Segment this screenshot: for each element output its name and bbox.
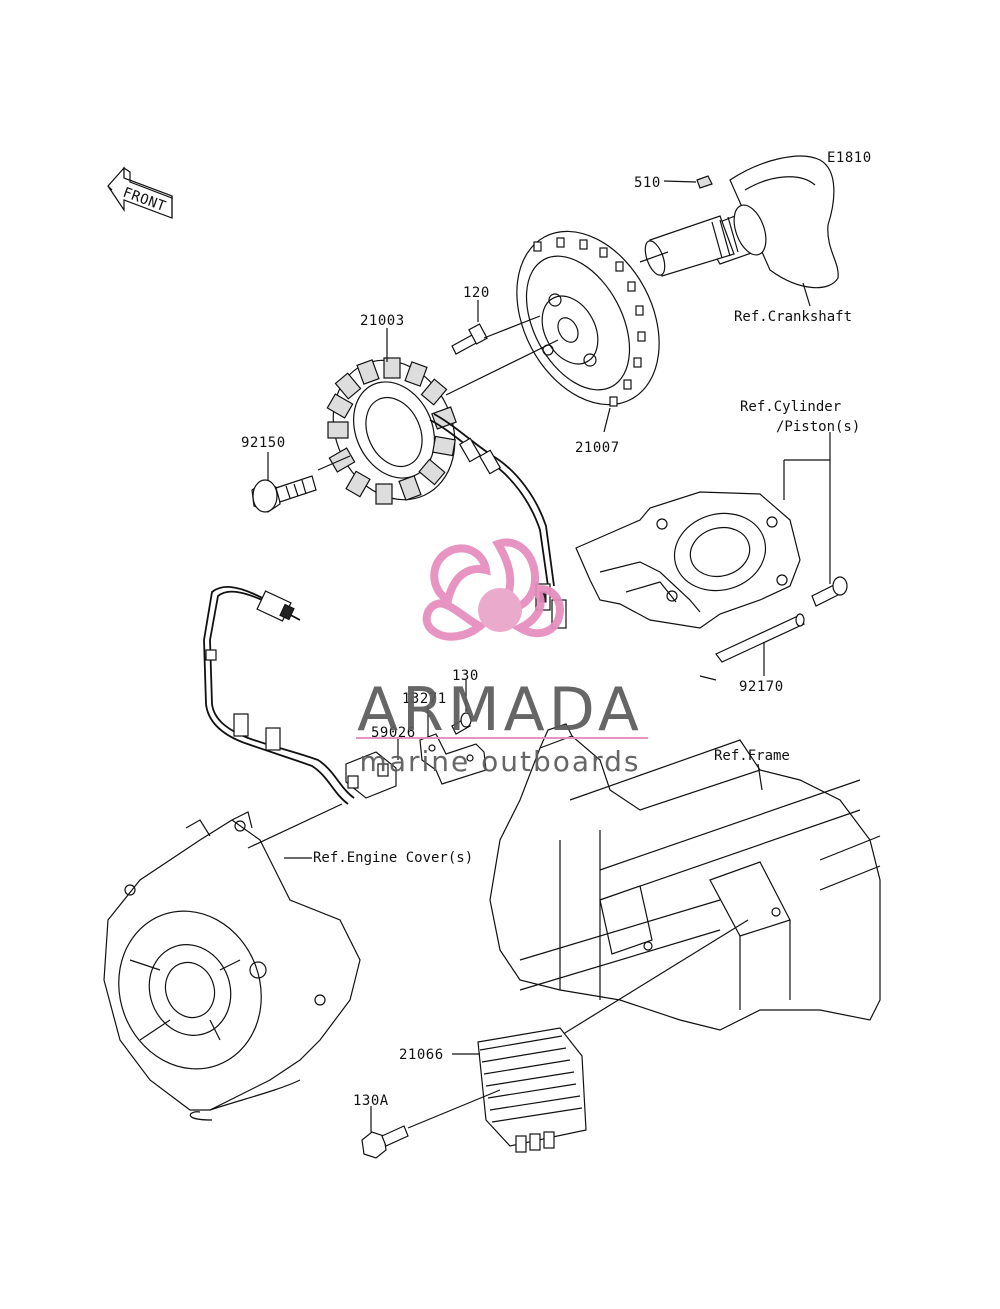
engine-cover-drawing: Ref.Engine Cover(s) [103,803,473,1121]
guide-92170: 92170 [699,613,805,695]
front-arrow-icon: FRONT [107,166,173,219]
rotor-pickup-slots [533,237,646,407]
stator-21003: 21003 [326,313,567,629]
bolt-120: 120 [451,285,541,355]
propeller-logo-icon [422,538,565,641]
regulator-fins [479,1035,583,1123]
crankshaft-drawing: Ref.Crankshaft [644,155,852,325]
ref-crankshaft-label: Ref.Crankshaft [734,309,852,325]
label-92170: 92170 [739,679,784,695]
frame-drawing: Ref.Frame [489,723,881,1037]
flywheel-rotor-21007: 21007 [516,230,669,456]
ref-frame-label: Ref.Frame [714,748,790,764]
label-21003: 21003 [360,313,405,329]
ref-cylinder-label-line2: /Piston(s) [776,419,860,435]
armada-watermark: ARMADA marine outboards [356,538,648,778]
label-92150: 92150 [241,435,286,451]
watermark-tagline: marine outboards [360,745,641,778]
regulator-rectifier-21066: 21066 [399,1027,587,1153]
watermark-brand: ARMADA [357,675,643,745]
cylinder-reference-drawing: Ref.Cylinder /Piston(s) [575,399,860,629]
ref-cylinder-label-line1: Ref.Cylinder [740,399,841,415]
bracket-13271: 13271 [402,691,487,785]
label-130: 130 [452,668,479,684]
diagram-code: E1810 [827,150,872,166]
ref-engine-cover-label: Ref.Engine Cover(s) [313,850,473,866]
label-21007: 21007 [575,440,620,456]
label-510: 510 [634,175,661,191]
bolt-92150: 92150 [241,435,351,513]
woodruff-key-510: 510 [634,175,713,191]
label-21066: 21066 [399,1047,444,1063]
label-120: 120 [463,285,490,301]
bolt-130: 130 [451,668,479,735]
label-130A: 130A [353,1093,389,1109]
wiring-harness [203,586,355,805]
label-13271: 13271 [402,691,447,707]
bolt-130A: 130A [353,1089,501,1159]
